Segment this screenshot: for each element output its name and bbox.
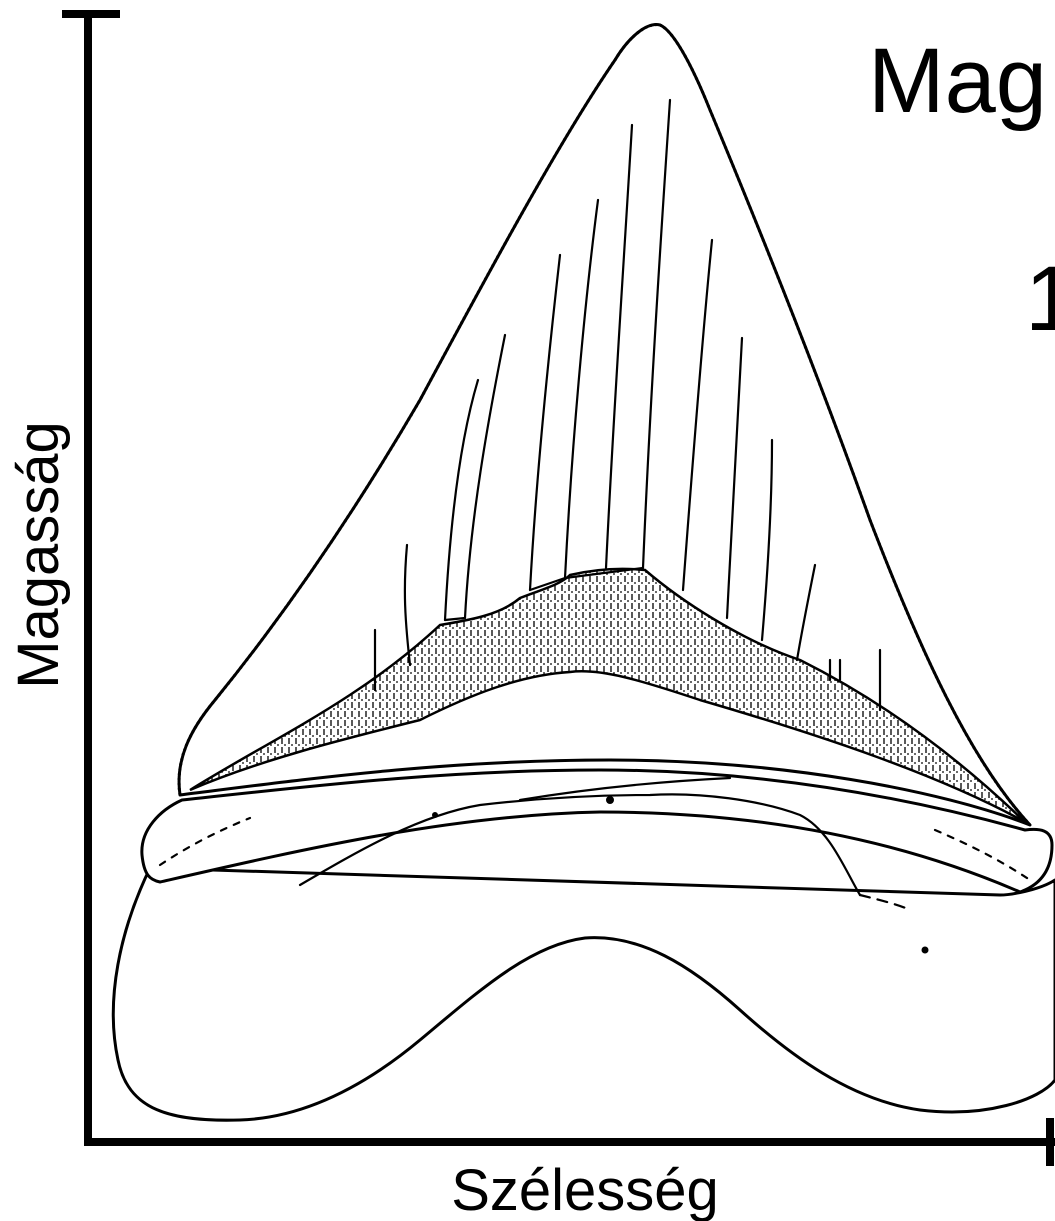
side-number: 1 xyxy=(1025,248,1055,350)
x-axis-label: Szélesség xyxy=(451,1158,719,1221)
y-axis-label: Magasság xyxy=(6,421,71,689)
side-label: Mag xyxy=(868,30,1047,132)
root-dot xyxy=(922,947,929,954)
root-dot xyxy=(432,812,438,818)
root-dot xyxy=(606,796,614,804)
tooth-crown xyxy=(179,25,1030,825)
tooth-root xyxy=(113,868,1055,1120)
